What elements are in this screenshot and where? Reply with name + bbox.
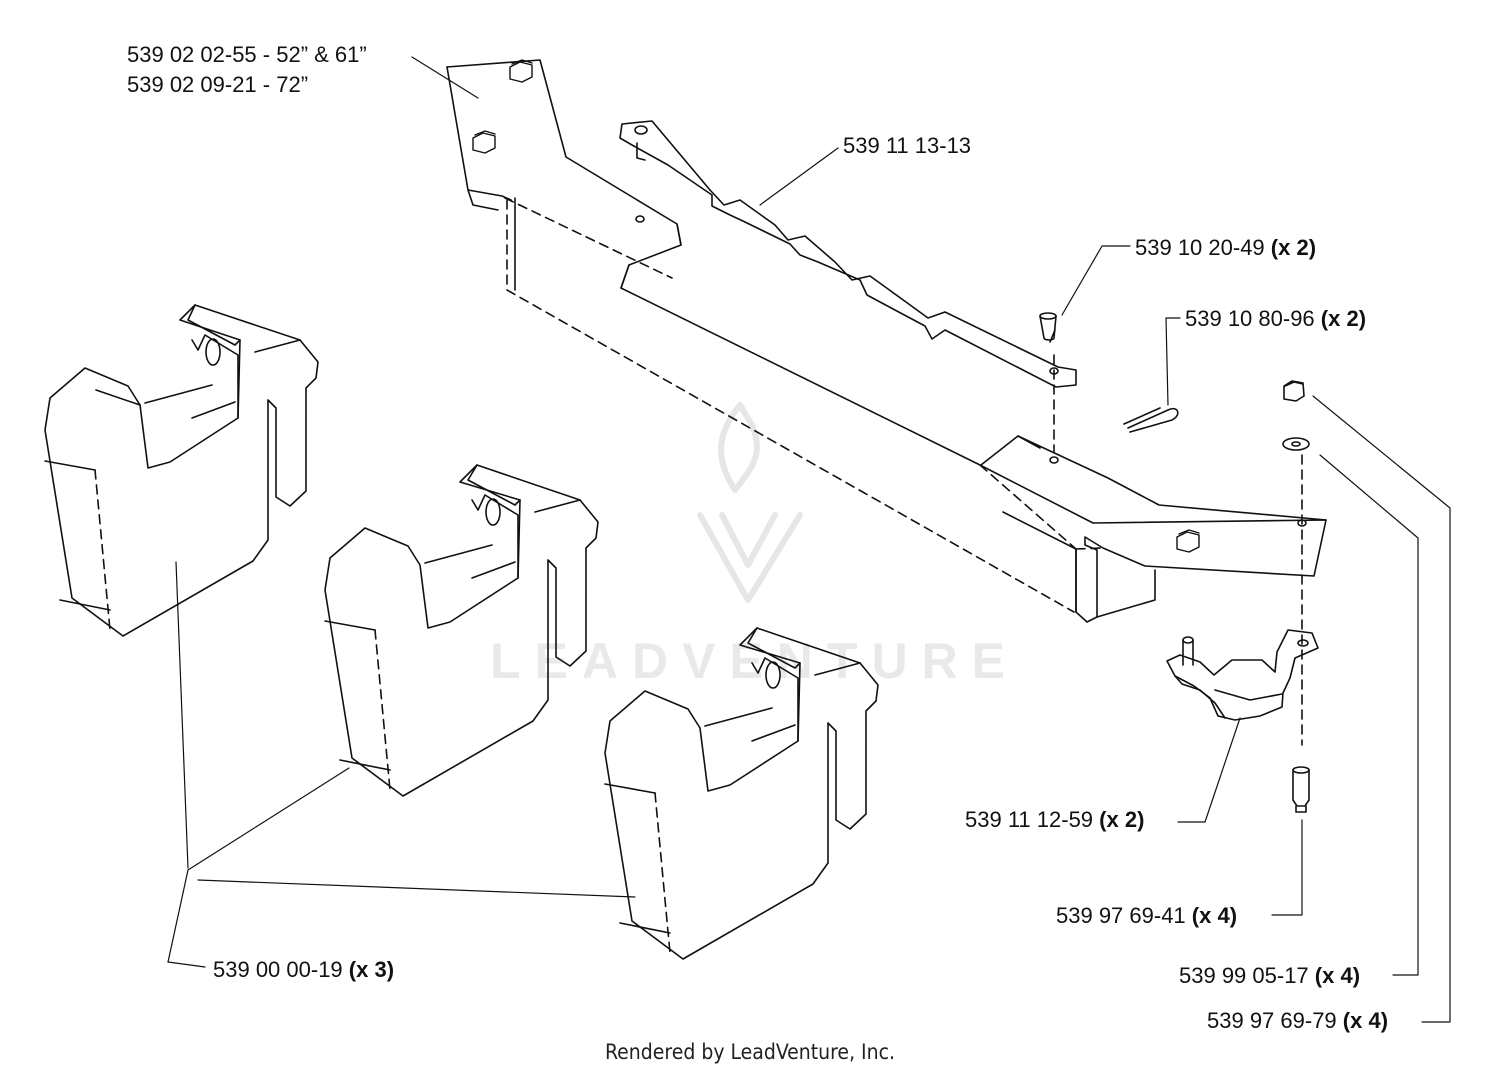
callout-bolt: 539 97 69-41 (x 4) xyxy=(1056,903,1238,928)
callout-mount-bracket-72: 539 02 09-21 - 72” xyxy=(127,72,309,97)
suitcase-weight-2 xyxy=(324,464,599,797)
nut-part xyxy=(1283,380,1305,402)
watermark-logo xyxy=(697,402,803,603)
callout-slotted-bar: 539 11 13-13 xyxy=(843,133,972,158)
callout-mount-bracket-52-61: 539 02 02-55 - 52” & 61” xyxy=(127,42,367,67)
footer-credit: Rendered by LeadVenture, Inc. xyxy=(605,1040,895,1064)
clamp-bracket-part xyxy=(1166,629,1319,721)
suitcase-weight-1 xyxy=(44,304,319,637)
washer-part xyxy=(1282,437,1310,451)
suitcase-weight-3 xyxy=(604,627,879,960)
callout-washer: 539 99 05-17 (x 4) xyxy=(1179,963,1361,988)
callout-nut: 539 97 69-79 (x 4) xyxy=(1207,1008,1389,1033)
mount-bracket-part xyxy=(446,59,1327,623)
callout-hairpin-clip: 539 10 80-96 (x 2) xyxy=(1185,306,1367,331)
leader-lines xyxy=(167,56,1451,1023)
callout-clamp-bracket: 539 11 12-59 (x 2) xyxy=(965,807,1145,832)
bolt-part xyxy=(1292,766,1310,813)
hairpin-clip-part xyxy=(1123,407,1179,433)
callout-clevis-pin: 539 10 20-49 (x 2) xyxy=(1135,235,1317,260)
clevis-pin-part xyxy=(1039,312,1057,453)
slotted-bar-part xyxy=(619,120,1077,388)
callout-suitcase-weight: 539 00 00-19 (x 3) xyxy=(213,957,395,982)
